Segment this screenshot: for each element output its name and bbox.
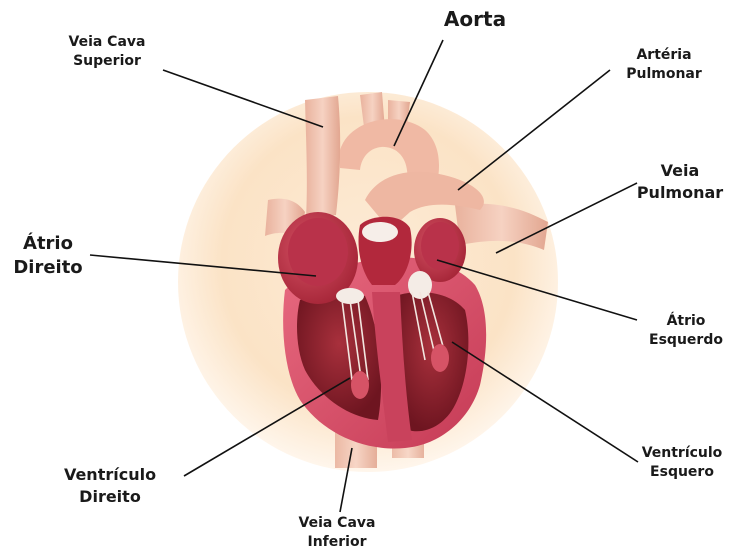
papillary-muscle [351, 371, 369, 399]
label-left-ventricle-line2: Esquero [632, 463, 732, 482]
label-right-atrium-line1: Átrio [2, 232, 94, 256]
label-right-ventricle-line1: Ventrículo [50, 464, 170, 486]
label-right-atrium: Átrio Direito [2, 232, 94, 281]
leader-line-superior-vena-cava [163, 70, 323, 127]
right-atrium-inner [288, 218, 348, 286]
label-left-ventricle-line1: Ventrículo [632, 444, 732, 463]
label-left-ventricle: Ventrículo Esquero [632, 444, 732, 482]
label-superior-vena-cava-line1: Veia Cava [55, 33, 159, 52]
label-right-ventricle: Ventrículo Direito [50, 464, 170, 507]
label-left-atrium-line2: Esquerdo [636, 331, 733, 350]
label-left-atrium-line1: Átrio [636, 312, 733, 331]
label-pulmonary-artery-line2: Pulmonar [612, 65, 716, 84]
papillary-muscle [431, 344, 449, 372]
label-superior-vena-cava: Veia Cava Superior [55, 33, 159, 71]
label-left-atrium: Átrio Esquerdo [636, 312, 733, 350]
label-pulmonary-artery: Artéria Pulmonar [612, 46, 716, 84]
label-pulmonary-vein-line2: Pulmonar [628, 182, 732, 204]
left-atrium-inner [421, 222, 459, 270]
aortic-valve [362, 222, 398, 242]
label-pulmonary-vein: Veia Pulmonar [628, 160, 732, 203]
label-inferior-vena-cava-line1: Veia Cava [284, 514, 390, 533]
label-pulmonary-vein-line1: Veia [628, 160, 732, 182]
superior-vena-cava-vessel [305, 96, 340, 218]
label-superior-vena-cava-line2: Superior [55, 52, 159, 71]
label-aorta: Aorta [435, 6, 515, 33]
label-inferior-vena-cava: Veia Cava Inferior [284, 514, 390, 552]
label-aorta-text: Aorta [435, 6, 515, 33]
label-pulmonary-artery-line1: Artéria [612, 46, 716, 65]
label-right-ventricle-line2: Direito [50, 486, 170, 508]
label-right-atrium-line2: Direito [2, 256, 94, 280]
label-inferior-vena-cava-line2: Inferior [284, 533, 390, 552]
